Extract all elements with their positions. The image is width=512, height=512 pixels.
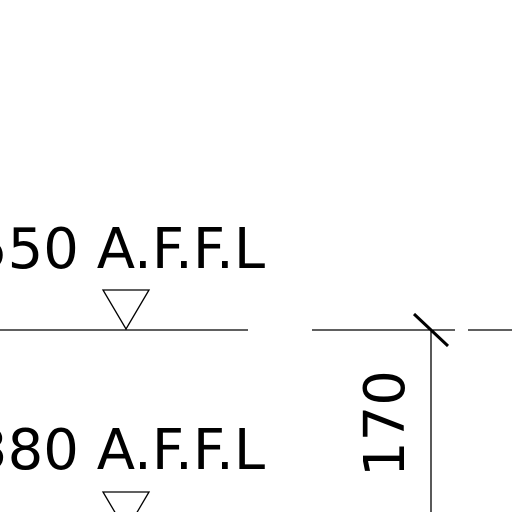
level-lower-label: 380 A.F.F.L — [0, 418, 265, 483]
dimension-value-label: 170 — [353, 370, 418, 477]
level-upper: 550 A.F.F.L — [0, 217, 265, 331]
level-lower-marker-icon — [101, 491, 151, 512]
vertical-dimension: 170 — [353, 312, 450, 512]
level-lower: 380 A.F.F.L — [0, 418, 265, 512]
level-upper-label: 550 A.F.F.L — [0, 217, 265, 282]
level-upper-marker-icon — [101, 289, 151, 331]
dimension-tick-icon — [412, 312, 450, 348]
